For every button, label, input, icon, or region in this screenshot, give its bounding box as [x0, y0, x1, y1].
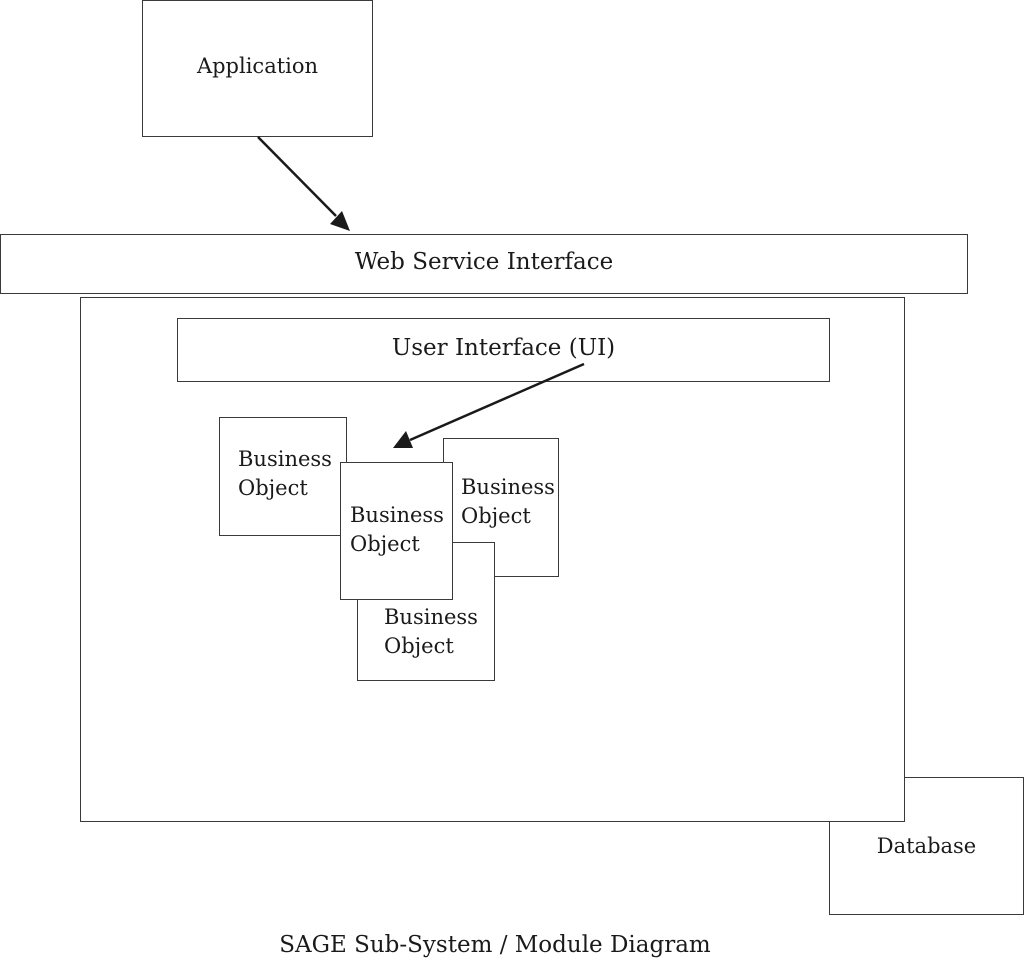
business-object-label: Business Object [461, 475, 555, 528]
database-label: Database [876, 834, 977, 858]
diagram-caption: SAGE Sub-System / Module Diagram [279, 932, 711, 958]
web-service-interface-label: Web Service Interface [354, 249, 614, 275]
application-to-web-service-arrow [257, 136, 350, 231]
business-object-label: Business Object [350, 503, 444, 556]
business-object-label: Business Object [384, 605, 478, 658]
business-object-box: Business Object [219, 417, 347, 536]
user-interface-box: User Interface (UI) [177, 318, 830, 382]
application-label: Application [196, 54, 319, 78]
user-interface-label: User Interface (UI) [391, 335, 616, 361]
business-object-label: Business Object [238, 447, 332, 500]
web-service-interface-box: Web Service Interface [0, 234, 968, 294]
application-box: Application [142, 0, 373, 137]
business-object-box: Business Object [340, 462, 453, 600]
